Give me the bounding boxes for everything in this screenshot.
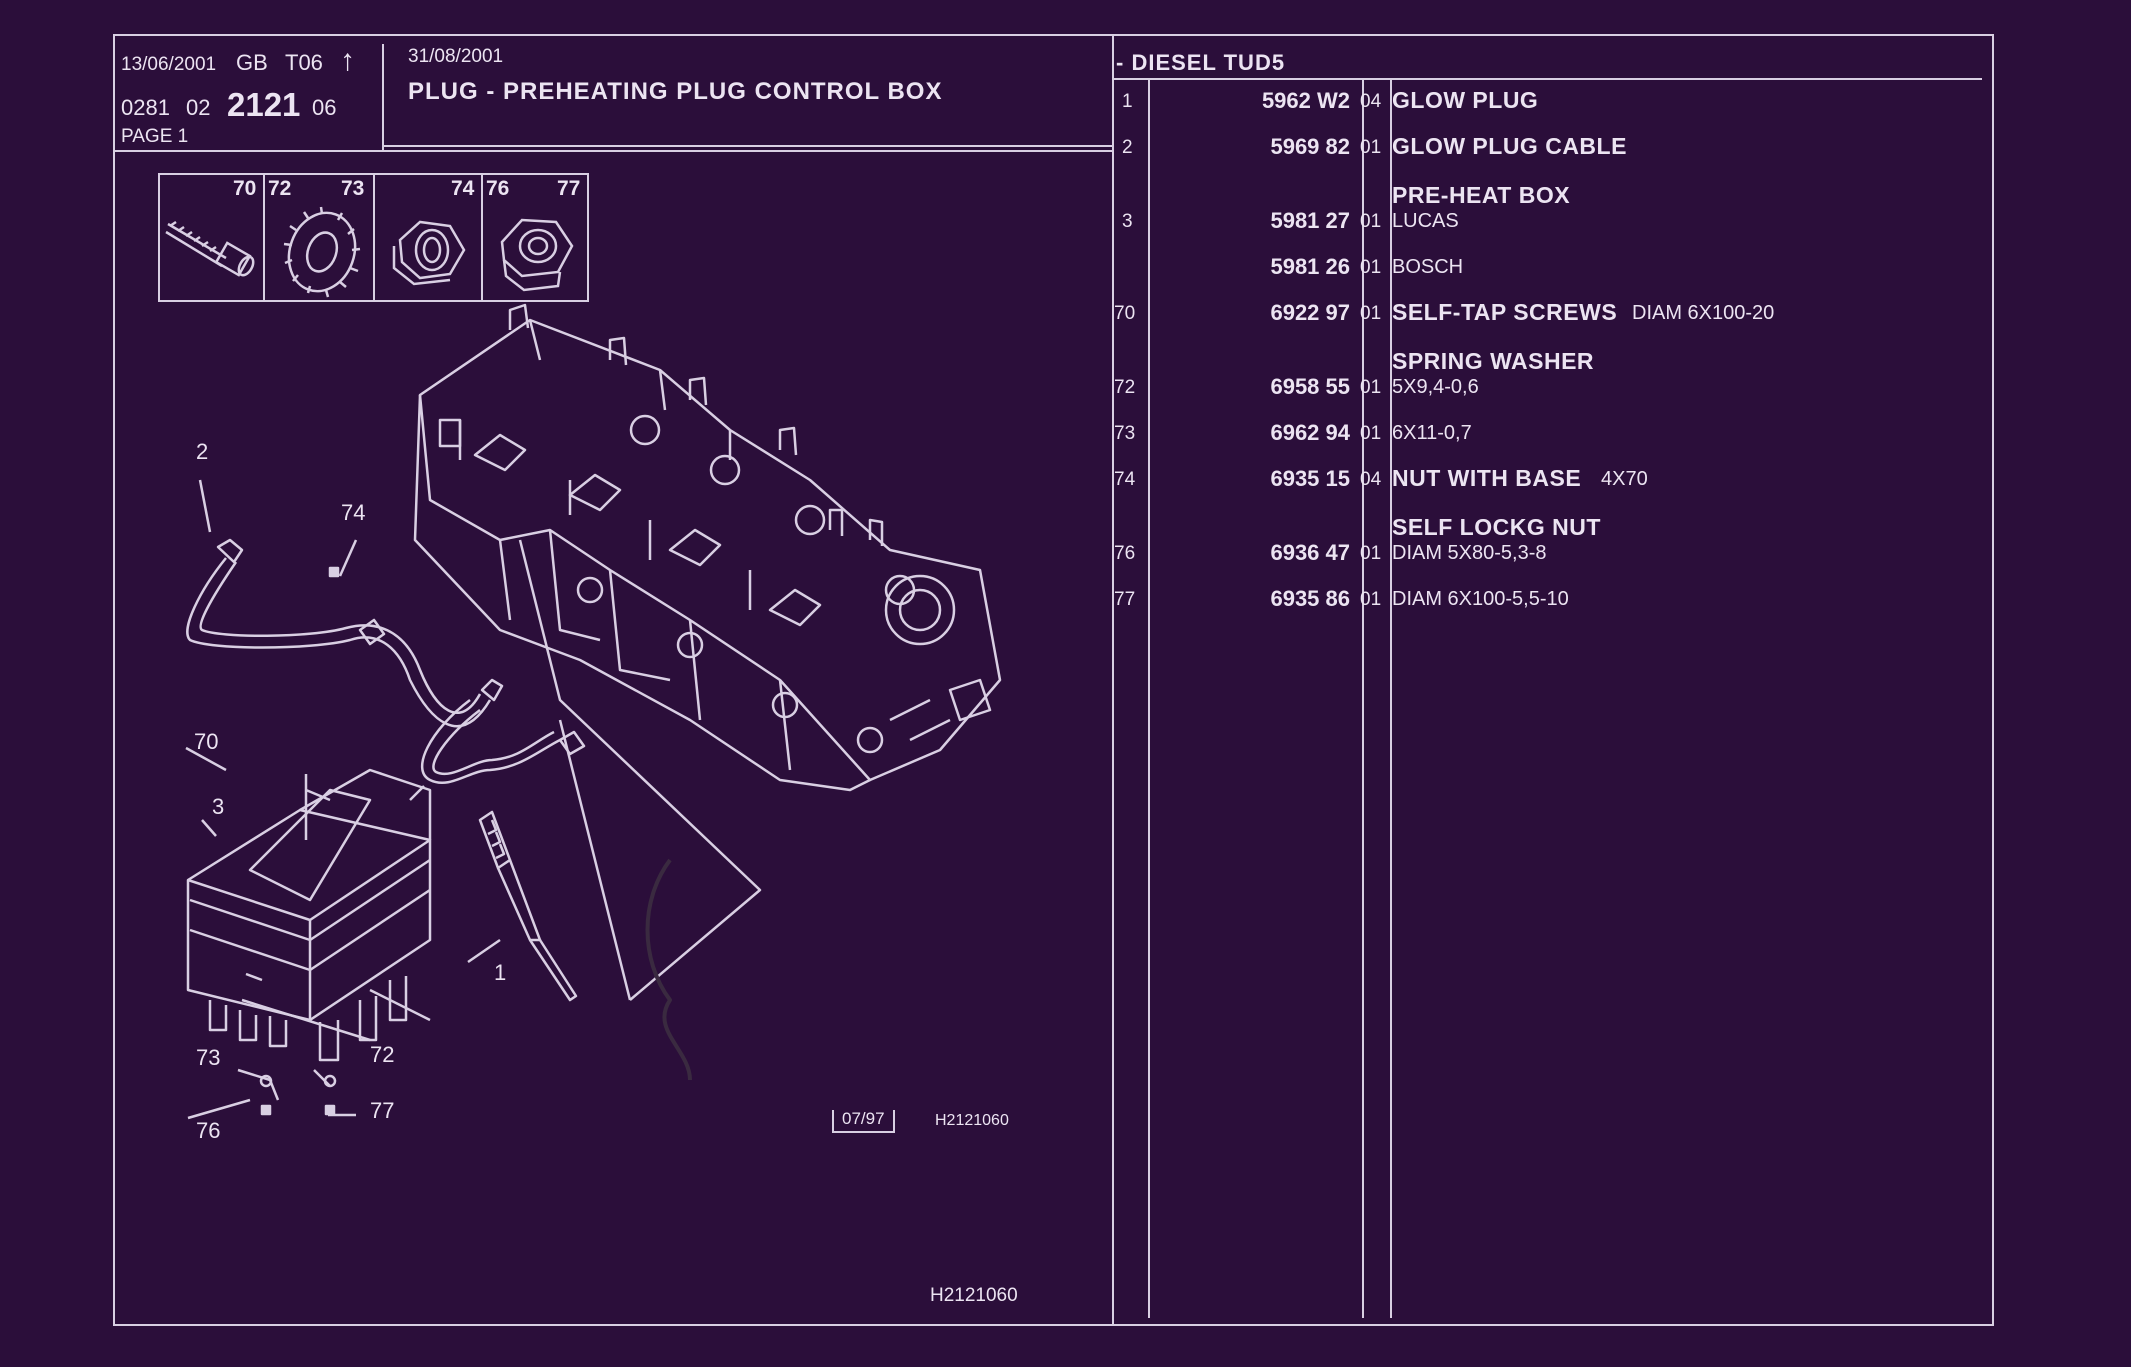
row-detail: 6X11-0,7 <box>1392 422 1472 444</box>
row-detail: DIAM 6X100-5,5-10 <box>1392 588 1569 610</box>
row-description: GLOW PLUG CABLE <box>1392 133 1627 159</box>
header-num-b: 02 <box>186 95 211 120</box>
table-divider-ref <box>1362 80 1364 1318</box>
row-reference: 6922 97 <box>1270 300 1350 325</box>
screw-icon <box>165 220 255 277</box>
table-divider-left <box>1112 34 1114 1326</box>
row-description: SELF-TAP SCREWS <box>1392 299 1618 325</box>
row-reference: 5969 82 <box>1270 134 1350 159</box>
row-quantity: 01 <box>1360 589 1382 610</box>
header-divider-vertical <box>382 44 384 152</box>
table-divider-qty <box>1390 80 1392 1318</box>
row-detail: 4X70 <box>1601 468 1648 490</box>
table-header-line <box>1112 78 1982 80</box>
row-item-number: 72 <box>1114 377 1136 398</box>
row-quantity: 01 <box>1360 377 1382 398</box>
row-item-number: 3 <box>1122 211 1133 232</box>
row-reference: 6935 86 <box>1270 586 1350 611</box>
hardware-label-74: 74 <box>451 177 475 200</box>
hardware-label-76: 76 <box>486 177 510 200</box>
row-item-number: 73 <box>1114 423 1136 444</box>
footer-ref-small: H2121060 <box>935 1112 1009 1129</box>
row-description: SPRING WASHER <box>1392 348 1595 374</box>
callout-2: 2 <box>196 439 209 464</box>
spring-washer-icon <box>283 206 361 298</box>
header-date2: 31/08/2001 <box>408 46 504 67</box>
row-quantity: 01 <box>1360 543 1382 564</box>
hardware-divider-1 <box>263 173 265 302</box>
row-reference: 6962 94 <box>1270 420 1350 445</box>
hardware-label-72: 72 <box>268 177 292 200</box>
footer-date: 07/97 <box>842 1109 885 1128</box>
hardware-label-70: 70 <box>233 177 257 200</box>
footer-date-box: 07/97 <box>832 1110 895 1133</box>
callout-72: 72 <box>370 1042 395 1067</box>
header-num-main: 2121 <box>227 86 301 123</box>
callout-73: 73 <box>196 1045 221 1070</box>
row-reference: 5981 26 <box>1270 254 1350 279</box>
page-frame <box>113 34 1994 1326</box>
header-num-c: 06 <box>312 95 337 120</box>
row-description: NUT WITH BASE <box>1392 465 1582 491</box>
row-item-number: 2 <box>1122 137 1133 158</box>
section-title: - DIESEL TUD5 <box>1116 50 1286 75</box>
header-date1: 13/06/2001 <box>121 54 217 75</box>
hardware-divider-3 <box>481 173 483 302</box>
row-item-number: 74 <box>1114 469 1136 490</box>
callout-70: 70 <box>194 729 219 754</box>
row-quantity: 04 <box>1360 469 1382 490</box>
row-description: PRE-HEAT BOX <box>1392 182 1571 208</box>
row-detail: 5X9,4-0,6 <box>1392 376 1479 398</box>
row-quantity: 01 <box>1360 257 1382 278</box>
row-reference: 6935 15 <box>1270 466 1350 491</box>
hardware-divider-2 <box>373 173 375 302</box>
row-item-number: 1 <box>1122 91 1133 112</box>
header-divider-title <box>382 145 1112 147</box>
hardware-label-73: 73 <box>341 177 365 200</box>
hardware-label-77: 77 <box>557 177 581 200</box>
exploded-diagram <box>185 303 1002 1120</box>
callout-3: 3 <box>212 794 225 819</box>
row-description: SELF LOCKG NUT <box>1392 514 1601 540</box>
row-quantity: 01 <box>1360 137 1382 158</box>
header-page: PAGE 1 <box>121 126 189 147</box>
header-num-a: 0281 <box>121 95 170 120</box>
row-item-number: 70 <box>1114 303 1136 324</box>
header-lang: GB <box>236 50 268 75</box>
row-reference: 6936 47 <box>1270 540 1350 565</box>
callout-77: 77 <box>370 1098 395 1123</box>
row-detail: BOSCH <box>1392 256 1464 278</box>
cylinder-head-drawing <box>413 303 1002 792</box>
preheat-box-drawing <box>186 768 432 1062</box>
row-quantity: 04 <box>1360 91 1382 112</box>
header-code-t: T06 <box>285 50 323 75</box>
footer-ref-bottom: H2121060 <box>930 1285 1018 1306</box>
row-description: GLOW PLUG <box>1392 87 1539 113</box>
row-detail: DIAM 6X100-20 <box>1632 302 1775 324</box>
table-divider-item <box>1148 80 1150 1318</box>
row-detail: LUCAS <box>1392 210 1459 232</box>
row-quantity: 01 <box>1360 423 1382 444</box>
page-title: PLUG - PREHEATING PLUG CONTROL BOX <box>408 78 943 105</box>
row-reference: 5962 W2 <box>1261 88 1350 113</box>
row-quantity: 01 <box>1360 303 1382 324</box>
callout-1: 1 <box>494 960 507 985</box>
callout-74: 74 <box>341 500 366 525</box>
nut-with-base-icon <box>392 220 466 286</box>
row-detail: DIAM 5X80-5,3-8 <box>1392 542 1547 564</box>
header-arrow-icon: ↑ <box>340 44 355 77</box>
row-reference: 6958 55 <box>1270 374 1350 399</box>
self-locking-nut-icon <box>500 218 574 292</box>
row-quantity: 01 <box>1360 211 1382 232</box>
glow-plug-drawing <box>478 810 578 1002</box>
row-reference: 5981 27 <box>1270 208 1350 233</box>
callout-76: 76 <box>196 1118 221 1143</box>
row-item-number: 77 <box>1114 589 1136 610</box>
header-divider-bottom <box>113 150 1113 152</box>
glow-plug-cable-drawing <box>186 538 586 785</box>
row-item-number: 76 <box>1114 543 1136 564</box>
